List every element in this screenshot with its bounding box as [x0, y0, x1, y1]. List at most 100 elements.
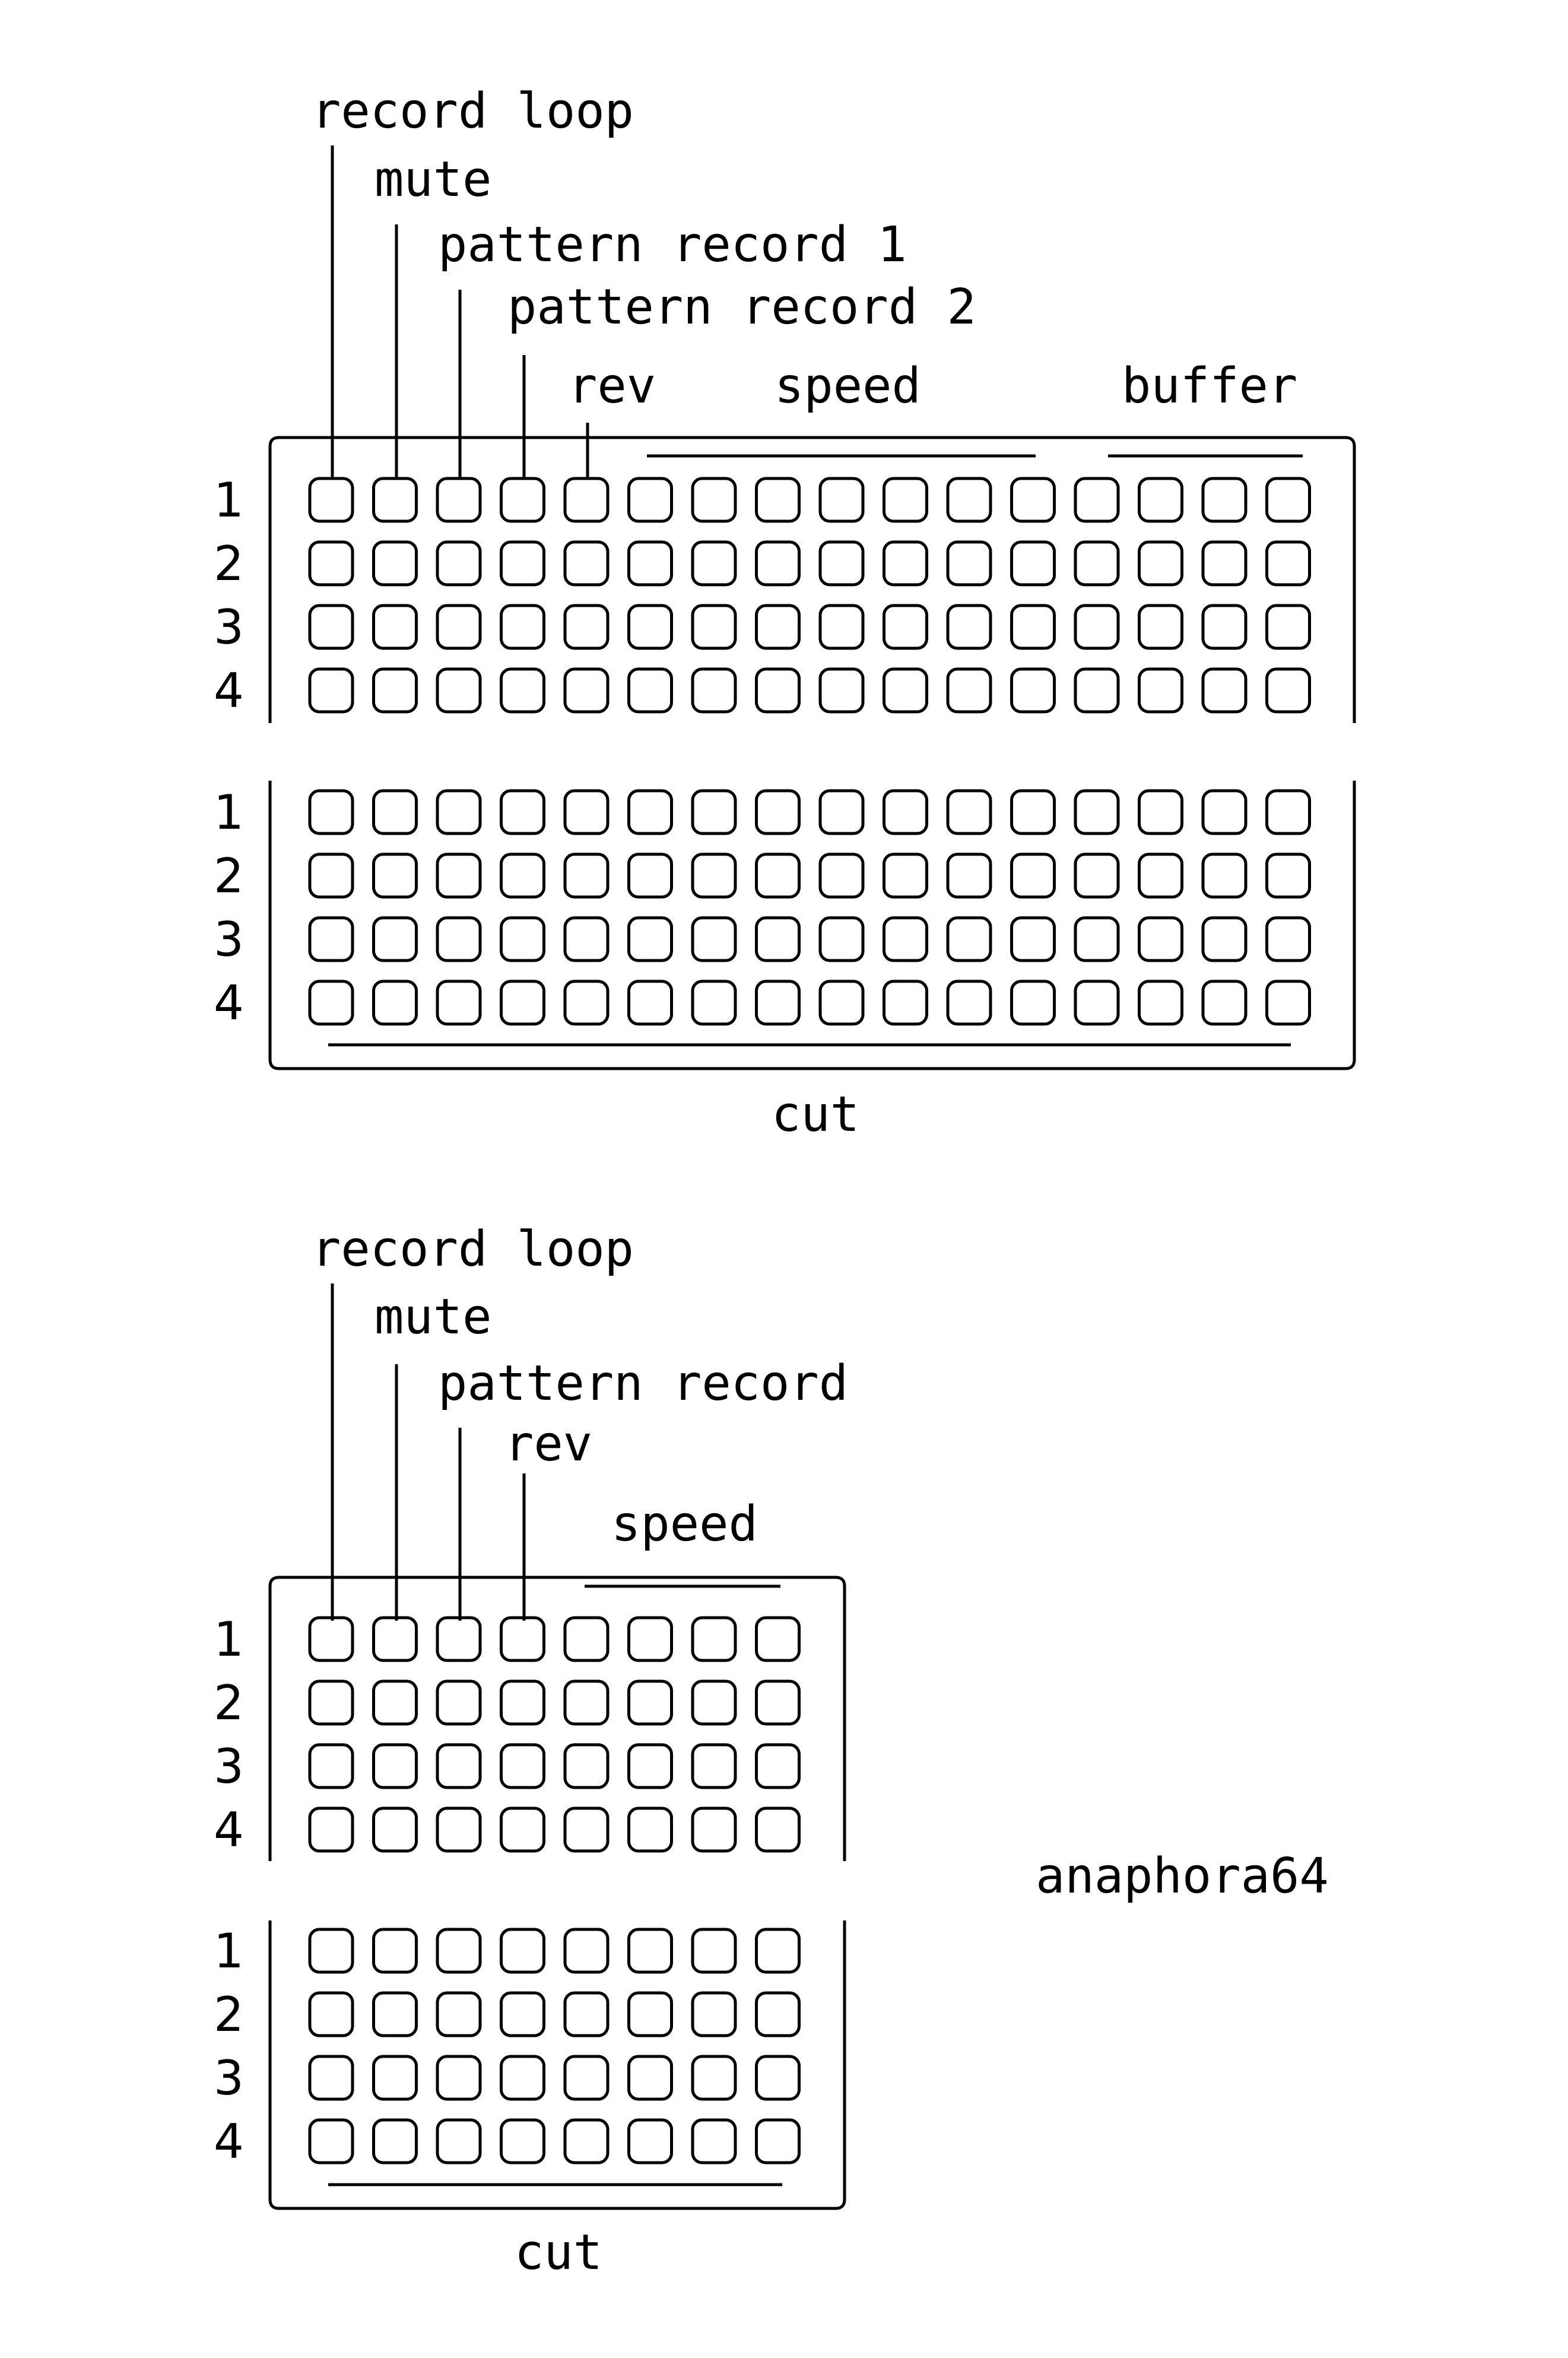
grid64-diagram: record loop mute pattern record rev spee…: [214, 1221, 848, 2281]
grid128-grid-key: [755, 852, 801, 899]
grid128-grid-key: [1201, 852, 1248, 899]
grid64-grid-key: [691, 1806, 737, 1853]
grid128-grid-key: [308, 852, 354, 899]
grid128-grid-key: [691, 852, 737, 899]
grid128-grid-key: [372, 789, 418, 835]
grid64-grid-key: [755, 1928, 801, 1974]
grid64-row-number-2-3: 3: [214, 2050, 244, 2106]
grid128-grid-key: [691, 980, 737, 1026]
grid128-grid-key: [563, 916, 610, 962]
grid64-grid-key: [627, 1616, 673, 1662]
grid128-grid-key: [308, 604, 354, 650]
grid128-speed-label: speed: [775, 358, 921, 414]
grid128-grid-key: [436, 852, 482, 899]
grid128-grid-key: [500, 604, 545, 650]
grid64-row-number-2-1: 1: [214, 1923, 244, 1979]
grid128-grid-key: [755, 477, 801, 523]
grid64-key-matrix: [308, 1616, 801, 2164]
grid128-grid-key: [1138, 980, 1183, 1026]
grid128-grid-key: [372, 604, 418, 650]
grid128-grid-key: [436, 540, 482, 587]
grid128-grid-key: [1074, 540, 1120, 587]
grid128-grid-key: [1201, 477, 1248, 523]
grid128-grid-key: [500, 916, 545, 962]
grid128-grid-key: [691, 789, 737, 835]
grid64-row-number-1-4: 4: [214, 1802, 244, 1858]
grid128-grid-key: [1010, 540, 1056, 587]
grid128-grid-key: [308, 789, 354, 835]
grid128-grid-key: [1074, 667, 1120, 714]
grid128-grid-key: [563, 789, 610, 835]
grid128-pattern-record-2-label: pattern record 2: [507, 279, 976, 335]
grid128-grid-key: [1074, 980, 1120, 1026]
grid64-grid-key: [627, 1743, 673, 1789]
grid128-grid-key: [883, 852, 928, 899]
grid128-grid-key: [627, 980, 673, 1026]
grid64-rev-label: rev: [504, 1416, 592, 1472]
grid128-grid-key: [1265, 980, 1311, 1026]
grid64-grid-key: [500, 2118, 545, 2164]
grid64-grid-key: [436, 1616, 482, 1662]
grid128-grid-key: [308, 980, 354, 1026]
grid64-outline-bottom: [268, 1920, 846, 2210]
grid128-grid-key: [308, 916, 354, 962]
grid128-grid-key: [946, 789, 992, 835]
grid64-grid-key: [436, 1679, 482, 1726]
grid128-cut-label: cut: [772, 1086, 859, 1143]
grid64-grid-key: [755, 1616, 801, 1662]
grid64-grid-key: [372, 2118, 418, 2164]
grid128-grid-key: [1138, 667, 1183, 714]
grid64-grid-key: [563, 1991, 610, 2037]
grid64-grid-key: [372, 1743, 418, 1789]
grid128-grid-key: [755, 980, 801, 1026]
grid128-grid-key: [563, 667, 610, 714]
grid128-outline-bottom: [268, 781, 1356, 1070]
grid64-grid-key: [500, 1991, 545, 2037]
grid128-grid-key: [946, 916, 992, 962]
grid64-grid-key: [755, 1991, 801, 2037]
grid128-row-number-2-3: 3: [214, 912, 244, 967]
grid64-grid-key: [436, 1928, 482, 1974]
grid64-grid-key: [500, 1928, 545, 1974]
grid128-diagram: record loop mute pattern record 1 patter…: [214, 83, 1356, 1143]
grid128-grid-key: [372, 980, 418, 1026]
grid128-grid-key: [436, 789, 482, 835]
grid128-record-loop-label: record loop: [312, 83, 634, 140]
grid128-grid-key: [946, 540, 992, 587]
grid64-grid-key: [563, 1806, 610, 1853]
grid128-grid-key: [691, 477, 737, 523]
grid128-grid-key: [372, 540, 418, 587]
grid128-grid-key: [883, 789, 928, 835]
grid64-grid-key: [500, 1743, 545, 1789]
grid64-grid-key: [691, 1679, 737, 1726]
grid128-grid-key: [1138, 852, 1183, 899]
grid64-grid-key: [691, 1616, 737, 1662]
grid128-grid-key: [755, 916, 801, 962]
grid64-grid-key: [372, 1806, 418, 1853]
grid128-grid-key: [1010, 789, 1056, 835]
grid64-speed-label: speed: [611, 1496, 758, 1552]
grid128-grid-key: [500, 852, 545, 899]
grid64-grid-key: [308, 1991, 354, 2037]
grid128-grid-key: [436, 604, 482, 650]
grid128-grid-key: [1138, 540, 1183, 587]
grid128-row-number-2-2: 2: [214, 848, 244, 904]
grid64-grid-key: [372, 2055, 418, 2101]
grid64-pattern-record-label: pattern record: [438, 1355, 848, 1412]
grid64-grid-key: [563, 1743, 610, 1789]
grid128-grid-key: [627, 852, 673, 899]
grid128-grid-key: [1265, 540, 1311, 587]
grid128-grid-key: [818, 477, 865, 523]
grid128-grid-key: [436, 916, 482, 962]
grid64-grid-key: [563, 1679, 610, 1726]
grid128-grid-key: [818, 604, 865, 650]
grid64-grid-key: [691, 2118, 737, 2164]
grid128-grid-key: [1265, 916, 1311, 962]
grid64-grid-key: [500, 2055, 545, 2101]
grid64-grid-key: [755, 2055, 801, 2101]
grid128-grid-key: [691, 604, 737, 650]
grid64-grid-key: [436, 1991, 482, 2037]
grid128-grid-key: [818, 916, 865, 962]
grid128-outline-top: [268, 436, 1356, 723]
